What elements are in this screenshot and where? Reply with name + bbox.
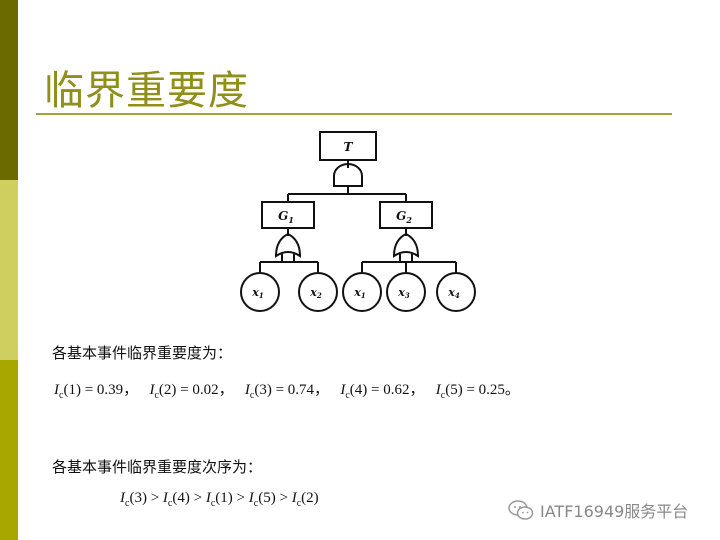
leaf-sub: 2: [316, 291, 322, 300]
side-band-top: [0, 0, 18, 180]
formula-term: Ic(4) = 0.62: [340, 382, 410, 401]
leaf-label: x: [353, 286, 361, 299]
importance-order-intro-text: 各基本事件临界重要度次序为：: [52, 458, 263, 476]
formula-term: Ic(5) = 0.25: [435, 382, 505, 401]
leaf-sub: 3: [405, 291, 410, 300]
gate-g2-label: G: [396, 209, 406, 223]
svg-text:x4: x4: [447, 286, 460, 300]
leaf-label: x: [397, 286, 405, 299]
leaf-label: x: [309, 286, 317, 299]
svg-text:G2: G2: [396, 209, 412, 225]
leaf-sub: 1: [259, 291, 264, 300]
svg-text:x2: x2: [309, 286, 322, 300]
gate-g2-sub: 2: [405, 215, 412, 225]
basic-event-circle: [342, 272, 382, 312]
slide-title: 临界重要度: [44, 68, 249, 114]
wechat-icon: [508, 500, 534, 520]
leaf-label: x: [447, 286, 455, 299]
side-band-middle: [0, 180, 18, 360]
gate-g1-sub: 1: [288, 215, 294, 225]
basic-event-circle: [298, 272, 338, 312]
basic-event-circle: [436, 272, 476, 312]
leaf-sub: 1: [361, 291, 366, 300]
watermark: IATF16949服务平台: [508, 498, 688, 522]
basic-event-circle: [240, 272, 280, 312]
formula-term: Ic(2) = 0.02: [149, 382, 219, 401]
watermark-text: IATF16949服务平台: [540, 502, 689, 521]
importance-values-formula: Ic(1) = 0.39， Ic(2) = 0.02， Ic(3) = 0.74…: [54, 382, 520, 401]
svg-text:x1: x1: [353, 286, 365, 300]
or-gate-g1: [274, 232, 302, 258]
basic-event-circle: [386, 272, 426, 312]
side-band-bottom: [0, 360, 18, 540]
leaf-sub: 4: [455, 291, 460, 300]
top-event-label: T: [344, 140, 354, 154]
fault-tree-diagram: T G1 G2 x1 x2 x1 x3 x4: [240, 131, 476, 312]
formula-term: Ic(3) = 0.74: [244, 382, 315, 401]
title-rule: [36, 113, 672, 115]
and-gate-top: [333, 163, 363, 187]
or-gate-g2: [392, 232, 420, 258]
svg-text:G1: G1: [278, 209, 294, 225]
gate-g1-label: G: [278, 209, 288, 223]
formula-term: Ic(1) = 0.39: [54, 382, 124, 401]
importance-intro-text: 各基本事件临界重要度为：: [52, 344, 233, 362]
svg-text:x3: x3: [397, 286, 410, 300]
importance-order-formula: Ic(3) > Ic(4) > Ic(1) > Ic(5) > Ic(2): [120, 490, 319, 509]
svg-text:x1: x1: [251, 286, 263, 300]
leaf-label: x: [251, 286, 259, 299]
